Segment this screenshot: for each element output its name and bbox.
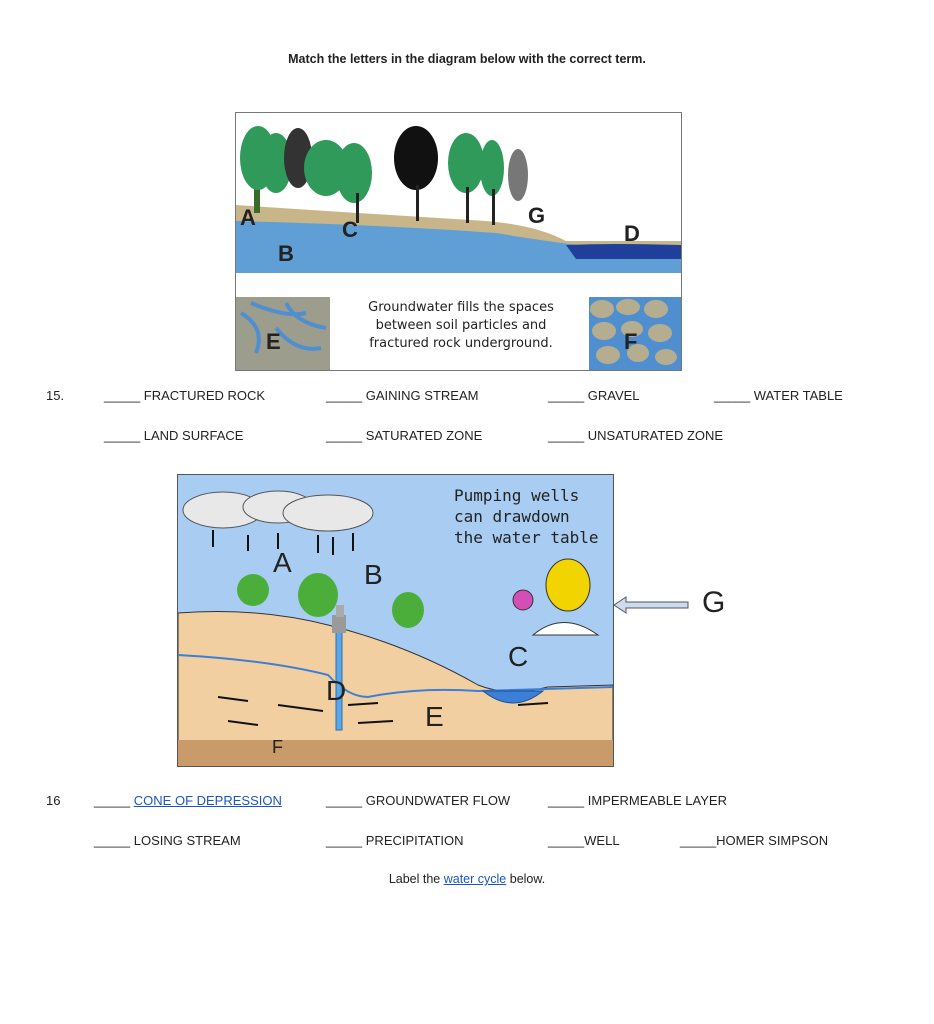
q15-item-gravel: _____ GRAVEL [548, 388, 640, 403]
q15-item-saturated-zone: _____ SATURATED ZONE [326, 428, 483, 443]
fractured-rock-panel [236, 297, 330, 370]
diagram2-letter-d: D [326, 675, 347, 706]
pumping-well-diagram: Pumping wells can drawdown the water tab… [177, 474, 614, 767]
diagram1-letter-g: G [528, 203, 546, 228]
diagram1-letter-a: A [240, 205, 256, 230]
diagram1-letter-c: C [342, 217, 358, 242]
diagram2-letter-a: A [273, 547, 292, 578]
diagram2-caption-line: can drawdown [454, 507, 570, 526]
diagram2-letter-e: E [425, 701, 444, 732]
water-cycle-instruction: Label the water cycle below. [0, 872, 934, 886]
gravel-panel [589, 297, 681, 370]
diagram2-caption-line: the water table [454, 528, 599, 547]
question-15-number: 15. [46, 388, 65, 403]
pointer-arrow-icon [613, 596, 689, 614]
instruction-suffix: below. [506, 872, 546, 886]
water-cycle-link[interactable]: water cycle [443, 872, 507, 886]
q15-item-gaining-stream: _____ GAINING STREAM [326, 388, 479, 403]
q15-item-unsaturated-zone: _____ UNSATURATED ZONE [548, 428, 724, 443]
groundwater-diagram: A B C D E F G Groundwater fills the spac… [235, 112, 682, 371]
page-heading: Match the letters in the diagram below w… [288, 52, 646, 66]
q16-blank: _____ [94, 793, 131, 808]
diagram2-letter-g: G [702, 586, 726, 619]
cone-of-depression-link[interactable]: CONE OF DEPRESSION [133, 793, 282, 808]
q15-item-water-table: _____ WATER TABLE [714, 388, 843, 403]
q16-item-cone-of-depression: _____ CONE OF DEPRESSION [94, 793, 282, 808]
q16-item-homer-simpson: _____HOMER SIMPSON [680, 833, 829, 848]
diagram1-letter-b: B [278, 241, 294, 266]
q15-item-land-surface: _____ LAND SURFACE [104, 428, 244, 443]
diagram2-letter-c: C [508, 641, 529, 672]
pumping-well-diagram-art [178, 475, 613, 766]
groundwater-diagram-art [236, 126, 681, 370]
homer-simpson-figure [512, 558, 600, 636]
diagram1-letter-f: F [624, 329, 638, 354]
diagram1-caption-line: between soil particles and [375, 318, 547, 333]
q16-item-groundwater-flow: _____ GROUNDWATER FLOW [326, 793, 511, 808]
diagram1-letter-e: E [266, 329, 281, 354]
q16-item-precipitation: _____ PRECIPITATION [326, 833, 464, 848]
diagram2-caption-line: Pumping wells [454, 486, 580, 505]
diagram2-caption: Pumping wells can drawdown the water tab… [454, 485, 604, 548]
q16-item-impermeable-layer: _____ IMPERMEABLE LAYER [548, 793, 727, 808]
q15-item-fractured-rock: _____ FRACTURED ROCK [104, 388, 266, 403]
diagram2-letter-f: F [272, 737, 283, 757]
q16-item-well: _____WELL [548, 833, 620, 848]
diagram1-caption: Groundwater fills the spaces between soi… [346, 299, 576, 353]
diagram1-letter-d: D [624, 221, 640, 246]
instruction-prefix: Label the [388, 872, 444, 886]
diagram2-letter-b: B [364, 559, 383, 590]
question-16-number: 16 [46, 793, 61, 808]
diagram1-caption-line: fractured rock underground. [369, 336, 553, 351]
q16-item-losing-stream: _____ LOSING STREAM [94, 833, 241, 848]
diagram1-caption-line: Groundwater fills the spaces [368, 300, 554, 315]
